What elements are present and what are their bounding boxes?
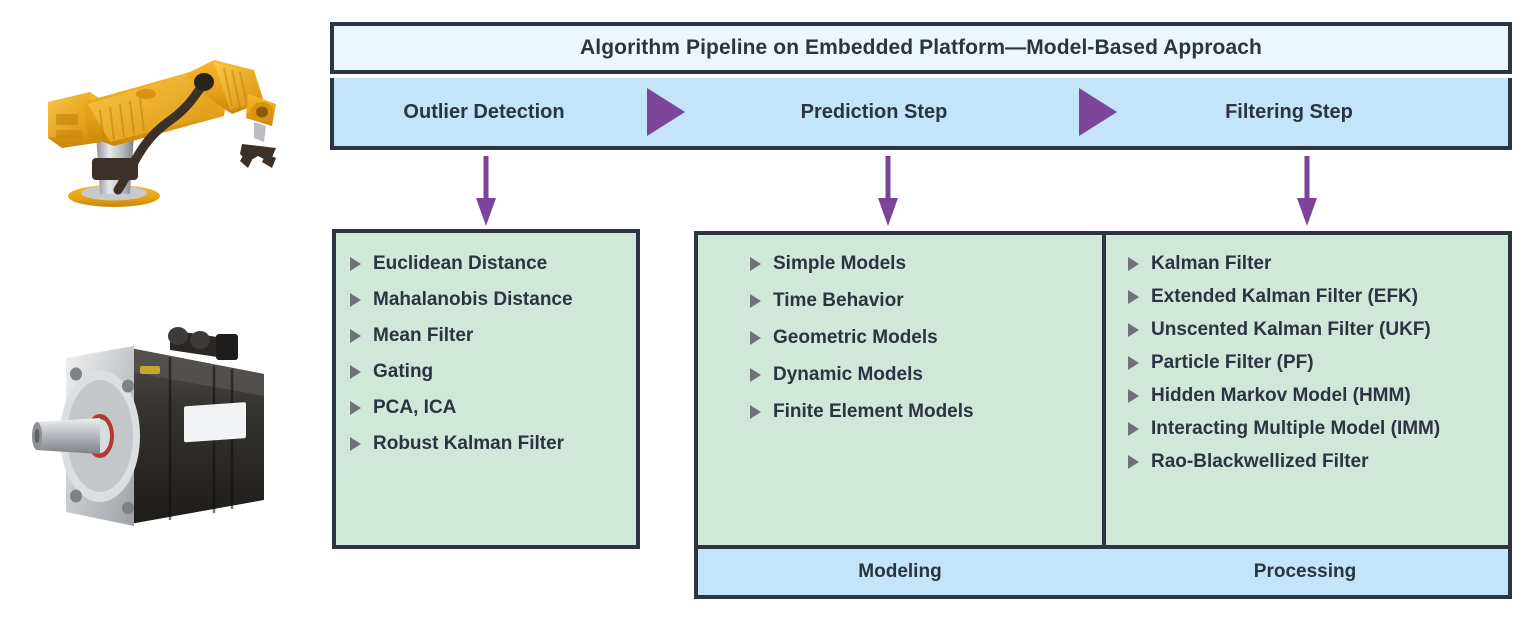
bullet-triangle-icon xyxy=(350,329,361,343)
step-label-text: Outlier Detection xyxy=(403,100,565,123)
list-item-label: Unscented Kalman Filter (UKF) xyxy=(1151,319,1431,340)
bullet-triangle-icon xyxy=(750,368,761,382)
footer-label-processing: Processing xyxy=(1102,549,1508,595)
outlier-detection-list: Euclidean Distance Mahalanobis Distance … xyxy=(350,253,622,455)
list-item-label: Gating xyxy=(373,361,434,382)
list-item[interactable]: Time Behavior xyxy=(750,290,1092,312)
step-prediction[interactable]: Prediction Step xyxy=(709,78,1039,146)
bullet-triangle-icon xyxy=(350,401,361,415)
group-columns: Simple Models Time Behavior Geometric Mo… xyxy=(698,235,1508,545)
list-item[interactable]: Dynamic Models xyxy=(750,364,1092,386)
bullet-triangle-icon xyxy=(350,257,361,271)
photo-column xyxy=(0,0,320,622)
page-title: Algorithm Pipeline on Embedded Platform—… xyxy=(580,36,1262,59)
servo-motor-image xyxy=(18,300,308,560)
bullet-triangle-icon xyxy=(1128,389,1139,403)
triangle-right-icon xyxy=(647,88,685,136)
bullet-triangle-icon xyxy=(1128,323,1139,337)
list-item-label: Kalman Filter xyxy=(1151,253,1272,274)
list-item[interactable]: Interacting Multiple Model (IMM) xyxy=(1128,418,1498,440)
list-item-label: PCA, ICA xyxy=(373,397,457,418)
bullet-triangle-icon xyxy=(350,437,361,451)
list-item[interactable]: Rao-Blackwellized Filter xyxy=(1128,451,1498,473)
pipeline-steps-bar: Outlier Detection Prediction Step Filter… xyxy=(330,78,1512,150)
list-item-label: Interacting Multiple Model (IMM) xyxy=(1151,418,1441,439)
list-item[interactable]: Euclidean Distance xyxy=(350,253,622,275)
processing-column: Kalman Filter Extended Kalman Filter (EF… xyxy=(1102,235,1508,545)
list-item-label: Robust Kalman Filter xyxy=(373,433,565,454)
pipeline-title-bar: Algorithm Pipeline on Embedded Platform—… xyxy=(330,22,1512,74)
step-label-text: Prediction Step xyxy=(800,100,948,123)
modeling-list: Simple Models Time Behavior Geometric Mo… xyxy=(750,253,1092,423)
bullet-triangle-icon xyxy=(1128,422,1139,436)
list-item-label: Particle Filter (PF) xyxy=(1151,352,1314,373)
industrial-robot-arm-image xyxy=(18,30,308,260)
footer-text: Modeling xyxy=(858,561,942,582)
modeling-column: Simple Models Time Behavior Geometric Mo… xyxy=(698,235,1102,545)
bullet-triangle-icon xyxy=(750,405,761,419)
list-item[interactable]: Gating xyxy=(350,361,622,383)
outlier-detection-panel: Euclidean Distance Mahalanobis Distance … xyxy=(332,229,640,549)
bullet-triangle-icon xyxy=(1128,257,1139,271)
prediction-filtering-group-panel: Simple Models Time Behavior Geometric Mo… xyxy=(694,231,1512,599)
list-item-label: Hidden Markov Model (HMM) xyxy=(1151,385,1411,406)
triangle-right-icon xyxy=(1079,88,1117,136)
list-item-label: Finite Element Models xyxy=(773,401,974,422)
list-item-label: Geometric Models xyxy=(773,327,938,348)
list-item[interactable]: Particle Filter (PF) xyxy=(1128,352,1498,374)
down-arrow-prediction-icon xyxy=(875,156,901,228)
list-item[interactable]: Geometric Models xyxy=(750,327,1092,349)
list-item[interactable]: PCA, ICA xyxy=(350,397,622,419)
list-item-label: Simple Models xyxy=(773,253,907,274)
list-item[interactable]: Mean Filter xyxy=(350,325,622,347)
list-item-label: Time Behavior xyxy=(773,290,904,311)
list-item[interactable]: Hidden Markov Model (HMM) xyxy=(1128,385,1498,407)
down-arrow-outlier-icon xyxy=(473,156,499,228)
bullet-triangle-icon xyxy=(750,257,761,271)
list-item-label: Mean Filter xyxy=(373,325,474,346)
list-item[interactable]: Robust Kalman Filter xyxy=(350,433,622,455)
list-item[interactable]: Simple Models xyxy=(750,253,1092,275)
list-item-label: Extended Kalman Filter (EFK) xyxy=(1151,286,1419,307)
group-footer: Modeling Processing xyxy=(698,545,1508,595)
list-item-label: Euclidean Distance xyxy=(373,253,548,274)
bullet-triangle-icon xyxy=(1128,356,1139,370)
list-item[interactable]: Finite Element Models xyxy=(750,401,1092,423)
bullet-triangle-icon xyxy=(750,331,761,345)
bullet-triangle-icon xyxy=(1128,290,1139,304)
step-filtering[interactable]: Filtering Step xyxy=(1124,78,1454,146)
list-item[interactable]: Mahalanobis Distance xyxy=(350,289,622,311)
list-item-label: Mahalanobis Distance xyxy=(373,289,573,310)
list-item-label: Dynamic Models xyxy=(773,364,923,385)
list-item[interactable]: Extended Kalman Filter (EFK) xyxy=(1128,286,1498,308)
list-item-label: Rao-Blackwellized Filter xyxy=(1151,451,1369,472)
bullet-triangle-icon xyxy=(1128,455,1139,469)
list-item[interactable]: Kalman Filter xyxy=(1128,253,1498,275)
bullet-triangle-icon xyxy=(350,365,361,379)
processing-list: Kalman Filter Extended Kalman Filter (EF… xyxy=(1128,253,1498,473)
step-outlier-detection[interactable]: Outlier Detection xyxy=(334,78,634,146)
footer-label-modeling: Modeling xyxy=(698,549,1102,595)
bullet-triangle-icon xyxy=(750,294,761,308)
down-arrow-filtering-icon xyxy=(1294,156,1320,228)
footer-text: Processing xyxy=(1253,561,1357,582)
bullet-triangle-icon xyxy=(350,293,361,307)
step-label-text: Filtering Step xyxy=(1225,100,1353,123)
list-item[interactable]: Unscented Kalman Filter (UKF) xyxy=(1128,319,1498,341)
